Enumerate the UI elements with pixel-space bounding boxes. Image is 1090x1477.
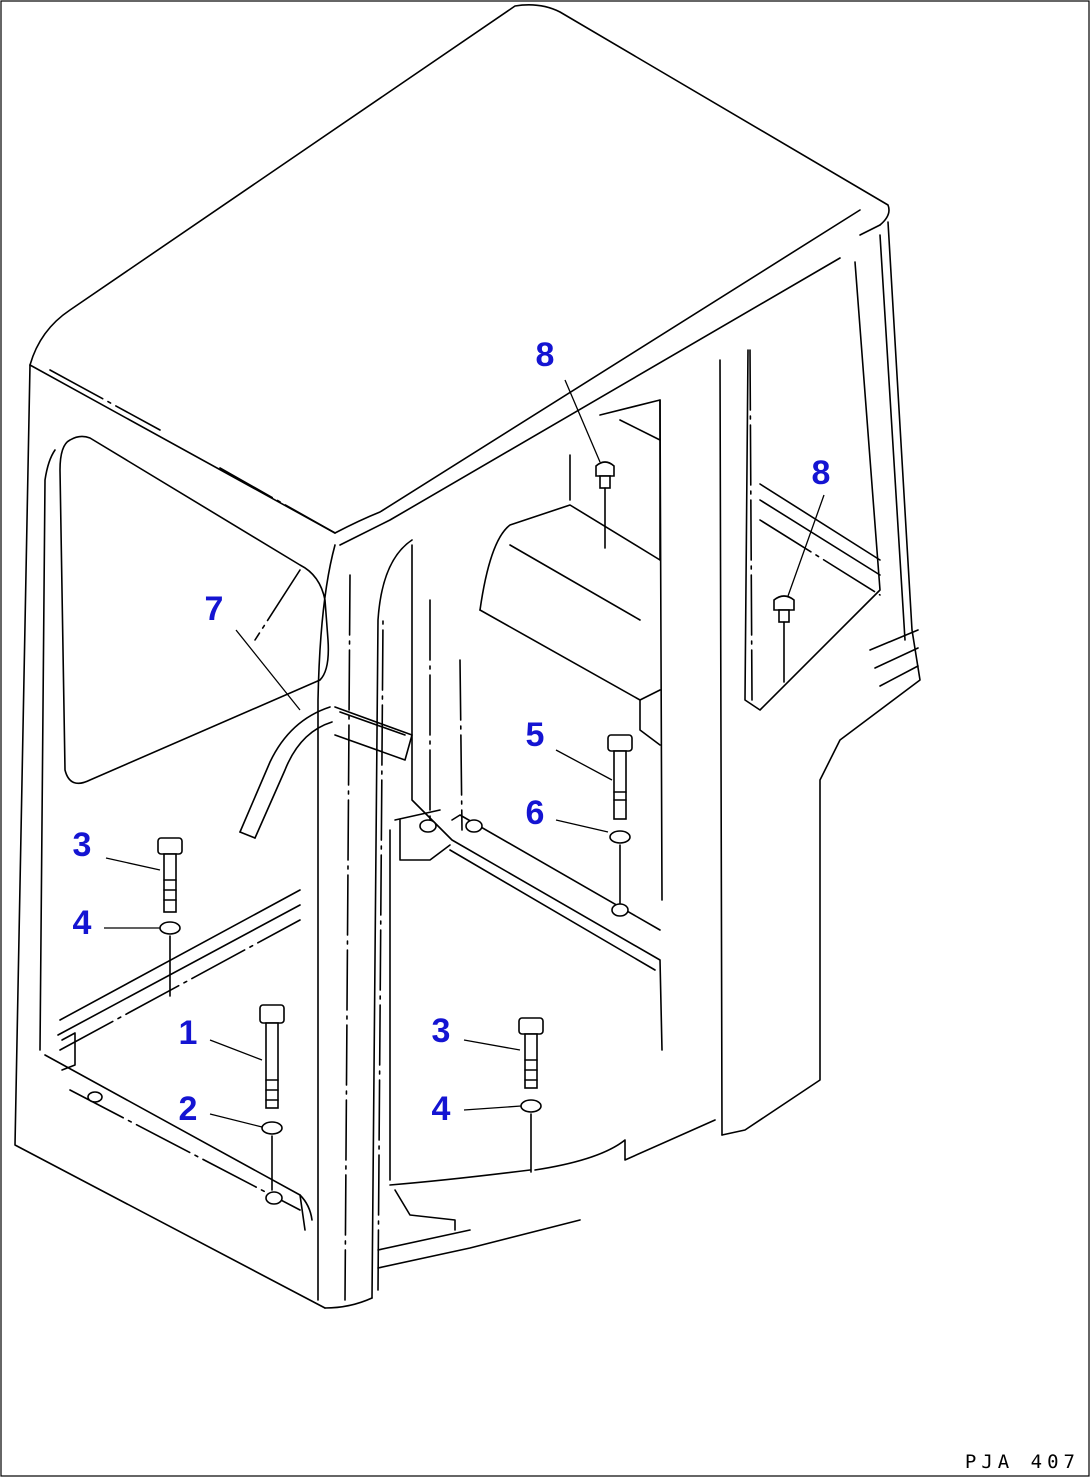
part-4-washer-left [159,921,181,997]
part-8-plug-upper [595,461,615,549]
part-3-bolt-left [157,837,183,913]
part-6-washer [609,830,631,917]
leader-lines [104,379,825,1128]
part-1-bolt [259,1004,285,1109]
part-8-plug-lower [773,595,795,683]
cab-body [14,4,921,1309]
drawing-code: PJA 407 [965,1451,1080,1473]
callout-7: 7 [205,590,224,628]
callout-3-left: 3 [73,826,92,864]
nut-icon [465,819,483,833]
callout-5: 5 [526,716,545,754]
part-7-handrail [239,569,413,839]
callout-6: 6 [526,794,545,832]
nut-icon [419,819,437,833]
callout-2: 2 [179,1090,198,1128]
part-4-washer-right [520,1099,542,1173]
callout-4-left: 4 [73,904,92,942]
callout-4-right: 4 [432,1090,451,1128]
callout-8-upper: 8 [536,336,555,374]
part-3-bolt-right [518,1017,544,1089]
callout-1: 1 [179,1014,198,1052]
callout-3-right: 3 [432,1012,451,1050]
part-2-washer [261,1121,283,1205]
callout-8-lower: 8 [812,454,831,492]
nut-icon [87,1091,103,1103]
part-5-bolt [607,734,633,820]
